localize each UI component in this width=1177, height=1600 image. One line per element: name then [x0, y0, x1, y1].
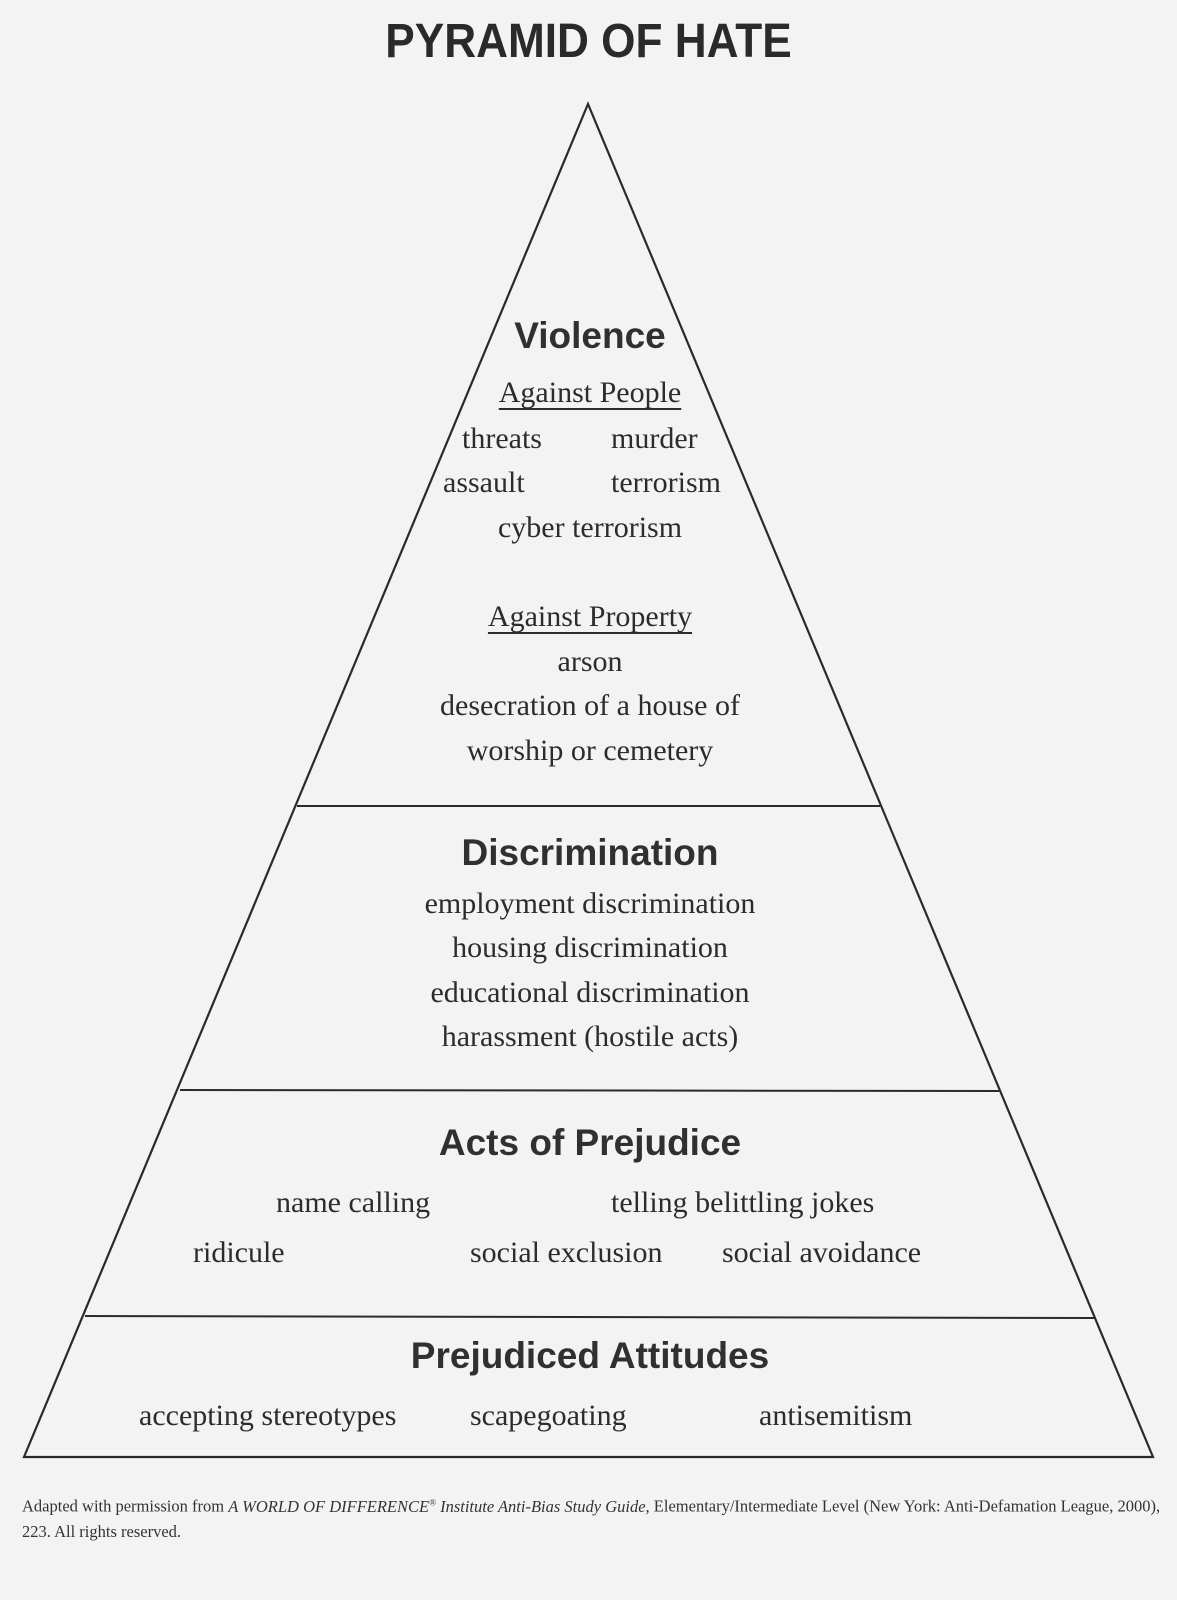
violence-item: desecration of a house of	[440, 689, 740, 722]
discrimination-item: employment discrimination	[424, 887, 756, 920]
violence-item: threats	[462, 422, 542, 455]
discrimination-item: educational discrimination	[430, 976, 750, 1009]
credit-rest: Elementary/Intermediate Level (New York:…	[22, 1496, 1161, 1541]
acts-item: social avoidance	[722, 1236, 922, 1269]
acts-item: name calling	[276, 1186, 431, 1219]
violence-item: worship or cemetery	[466, 734, 714, 767]
attitudes-item: accepting stereotypes	[139, 1399, 397, 1432]
attitudes-item: antisemitism	[759, 1399, 913, 1432]
page-title: PYRAMID OF HATE	[385, 15, 792, 68]
violence-item: arson	[557, 645, 623, 678]
acts-item: telling belittling jokes	[611, 1186, 875, 1219]
violence-heading: Violence	[514, 315, 666, 356]
tier-divider-acts	[84, 1315, 1095, 1319]
discrimination-heading: Discrimination	[461, 832, 719, 873]
credit-prefix: Adapted with permission from	[22, 1496, 229, 1516]
acts-item: social exclusion	[470, 1236, 663, 1269]
violence-item: terrorism	[611, 466, 721, 499]
registered-mark: ®	[429, 1497, 436, 1507]
credit-source-subtitle: Institute Anti-Bias Study Guide,	[435, 1496, 650, 1516]
discrimination-item: harassment (hostile acts)	[441, 1020, 739, 1053]
against-people-subheading: Against People	[498, 376, 682, 409]
against-property-subheading: Against Property	[487, 600, 693, 633]
violence-item: cyber terrorism	[497, 511, 683, 544]
discrimination-item: housing discrimination	[452, 931, 728, 964]
credit-source-title: A WORLD OF DIFFERENCE	[228, 1496, 430, 1516]
violence-item: assault	[443, 466, 525, 499]
acts-item: ridicule	[193, 1236, 285, 1269]
source-credit: Adapted with permission from A WORLD OF …	[22, 1490, 1162, 1544]
acts-heading: Acts of Prejudice	[438, 1122, 742, 1163]
tier-divider-discrimination	[179, 1089, 1000, 1092]
attitudes-heading: Prejudiced Attitudes	[410, 1335, 770, 1376]
violence-item: murder	[611, 422, 698, 455]
pyramid-outline	[22, 101, 1155, 1459]
attitudes-item: scapegoating	[470, 1399, 627, 1432]
